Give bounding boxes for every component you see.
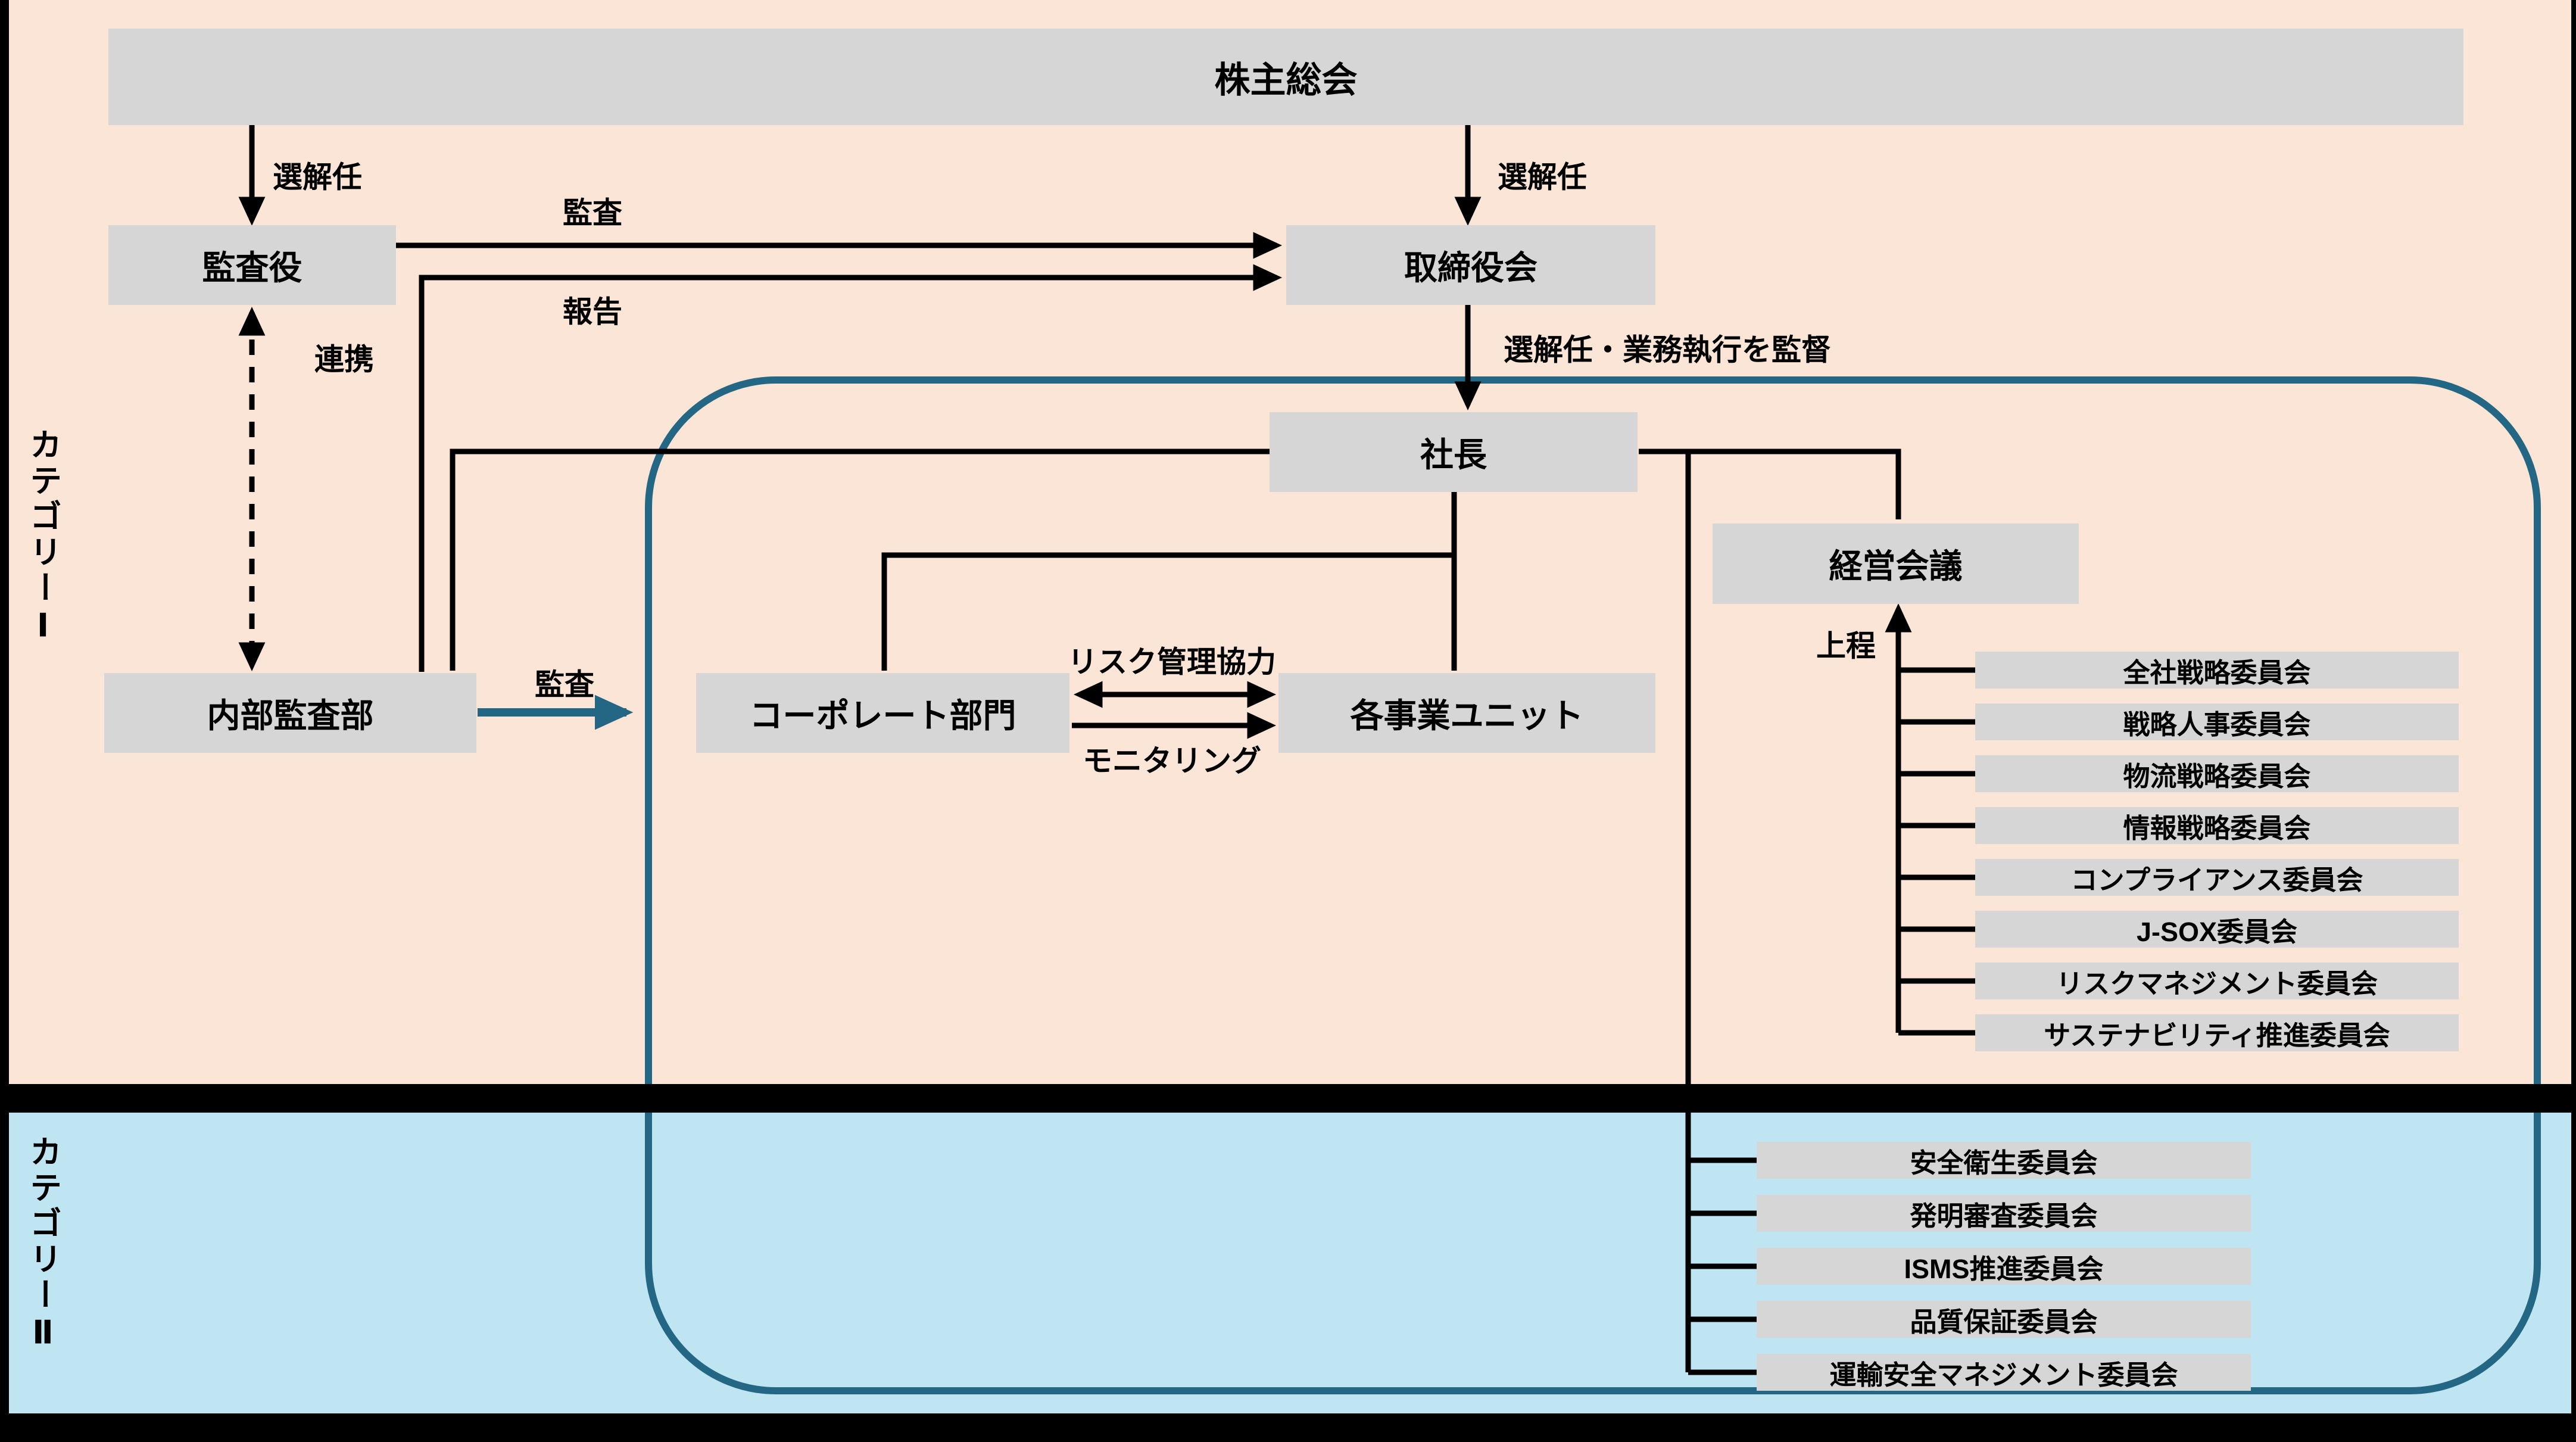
edge-president-management-council <box>1639 449 1901 519</box>
council-committee-6-label: J-SOX委員会 <box>2136 916 2298 947</box>
council-committee-5: コンプライアンス委員会 <box>1975 859 2459 896</box>
node-president-label: 社長 <box>1420 435 1487 474</box>
council-committee-6: J-SOX委員会 <box>1975 911 2459 948</box>
node-board-of-directors-label: 取締役会 <box>1404 248 1538 286</box>
operational-committee-4-label: 品質保証委員会 <box>1910 1306 2098 1337</box>
label-audit-board: 監査 <box>563 196 622 230</box>
edge-branch-corporate-division <box>881 552 1454 671</box>
council-committee-8: サステナビリティ推進委員会 <box>1975 1014 2459 1051</box>
council-committee-3: 物流戦略委員会 <box>1975 755 2459 792</box>
category2-label: カテゴリーⅡ <box>24 1135 61 1355</box>
operational-committee-5-label: 運輸安全マネジメント委員会 <box>1829 1359 2178 1390</box>
label-election-left: 選解任 <box>273 160 362 194</box>
operational-committee-3-label: ISMS推進委員会 <box>1904 1253 2104 1284</box>
operational-committee-1-label: 安全衛生委員会 <box>1910 1147 2098 1178</box>
node-board-of-directors: 取締役会 <box>1286 225 1655 305</box>
council-committee-4-label: 情報戦略委員会 <box>2123 812 2311 843</box>
label-risk-cooperation: リスク管理協力 <box>1068 645 1276 679</box>
council-committee-7-label: リスクマネジメント委員会 <box>2056 968 2378 999</box>
category1-panel <box>9 0 2571 1084</box>
label-report: 報告 <box>563 295 622 329</box>
label-supervision: 選解任・業務執行を監督 <box>1504 333 1831 367</box>
node-management-council-label: 経営会議 <box>1829 547 1963 585</box>
node-corporate-auditor: 監査役 <box>108 225 396 305</box>
operational-committee-3: ISMS推進委員会 <box>1757 1248 2251 1285</box>
operational-committee-1: 安全衛生委員会 <box>1757 1142 2251 1179</box>
node-business-units-label: 各事業ユニット <box>1350 696 1584 734</box>
council-committee-2: 戦略人事委員会 <box>1975 703 2459 740</box>
council-committee-5-label: コンプライアンス委員会 <box>2070 864 2363 895</box>
council-committee-1: 全社戦略委員会 <box>1975 652 2459 689</box>
label-monitoring: モニタリング <box>1083 744 1261 778</box>
label-cooperation: 連携 <box>314 342 374 376</box>
edge-president-internal-audit <box>450 449 1270 671</box>
council-committee-2-label: 戦略人事委員会 <box>2123 709 2311 740</box>
operational-committee-5: 運輸安全マネジメント委員会 <box>1757 1354 2251 1391</box>
category-separator-bar-overlay <box>0 1084 2576 1113</box>
node-corporate-division: コーポレート部門 <box>696 673 1069 753</box>
node-internal-audit-dept: 内部監査部 <box>104 673 476 753</box>
node-corporate-division-label: コーポレート部門 <box>749 696 1016 734</box>
operational-committee-2: 発明審査委員会 <box>1757 1195 2251 1232</box>
node-president: 社長 <box>1270 412 1638 492</box>
node-shareholders-meeting-label: 株主総会 <box>1214 60 1358 100</box>
node-management-council: 経営会議 <box>1713 524 2079 604</box>
council-committee-7: リスクマネジメント委員会 <box>1975 963 2459 999</box>
council-committee-1-label: 全社戦略委員会 <box>2123 657 2311 688</box>
operational-committee-2-label: 発明審査委員会 <box>1910 1200 2098 1231</box>
council-committee-4: 情報戦略委員会 <box>1975 807 2459 844</box>
council-committee-3-label: 物流戦略委員会 <box>2123 761 2311 792</box>
operational-committee-4: 品質保証委員会 <box>1757 1301 2251 1338</box>
node-business-units: 各事業ユニット <box>1278 673 1655 753</box>
category1-label: カテゴリーⅠ <box>24 428 61 648</box>
label-audit-internal: 監査 <box>535 668 594 702</box>
edge-report-internal-board <box>419 264 1282 672</box>
label-election-right: 選解任 <box>1498 160 1587 194</box>
node-internal-audit-dept-label: 内部監査部 <box>207 696 374 734</box>
council-committee-8-label: サステナビリティ推進委員会 <box>2044 1020 2390 1051</box>
label-submission: 上程 <box>1816 629 1876 663</box>
node-corporate-auditor-label: 監査役 <box>202 248 302 286</box>
node-shareholders-meeting: 株主総会 <box>108 29 2463 125</box>
